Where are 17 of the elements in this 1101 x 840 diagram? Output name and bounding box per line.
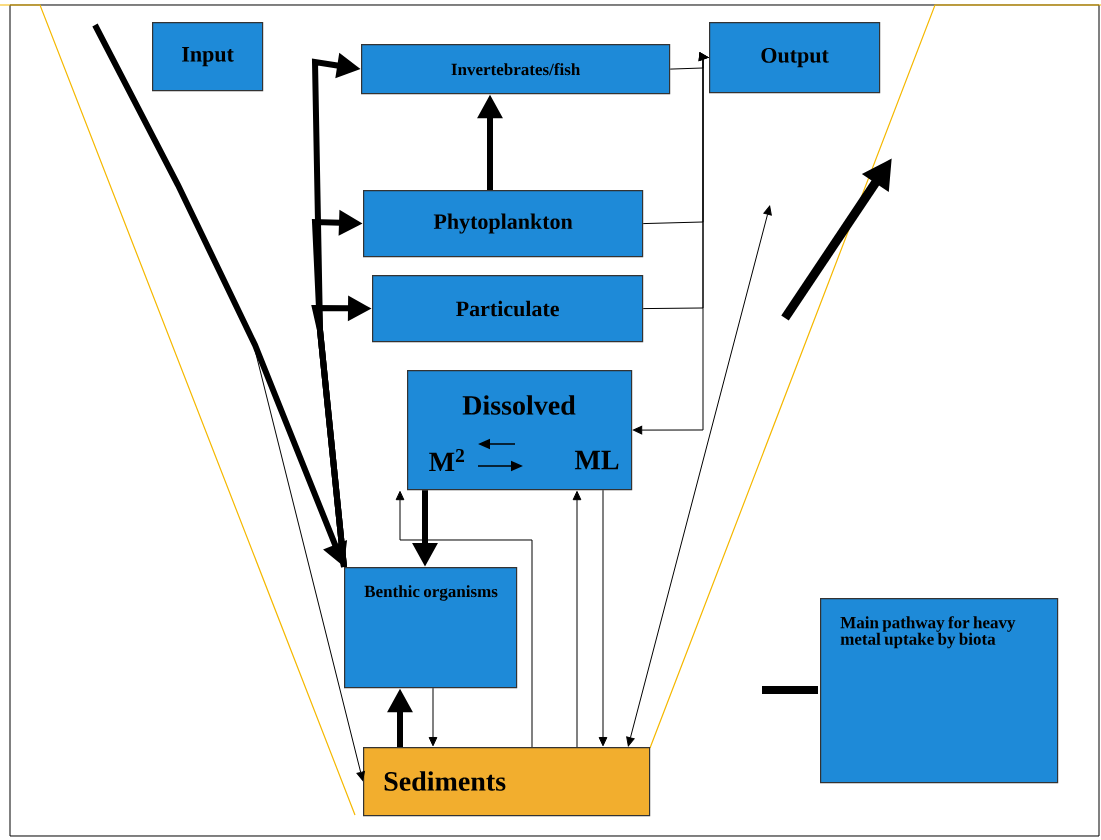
box: Input — [152, 22, 264, 92]
box: Main pathway for heavy metal uptake by biota — [820, 598, 1059, 784]
box: Dissolved M$^{2}$ ML — [407, 370, 633, 491]
arrow — [642, 52, 709, 310]
arrow — [632, 56, 710, 435]
arrow — [428, 687, 438, 747]
arrow — [572, 490, 582, 748]
arrow — [598, 489, 608, 747]
box: Output — [709, 22, 881, 94]
arrow — [626, 205, 772, 747]
box: Invertebrates/fish — [361, 44, 671, 95]
arrow — [254, 349, 365, 781]
box: Particulate — [372, 275, 644, 343]
box: Benthic organisms — [344, 567, 518, 689]
box: Sediments — [363, 747, 651, 817]
box: Phytoplankton — [363, 190, 644, 258]
arrow — [395, 490, 533, 748]
